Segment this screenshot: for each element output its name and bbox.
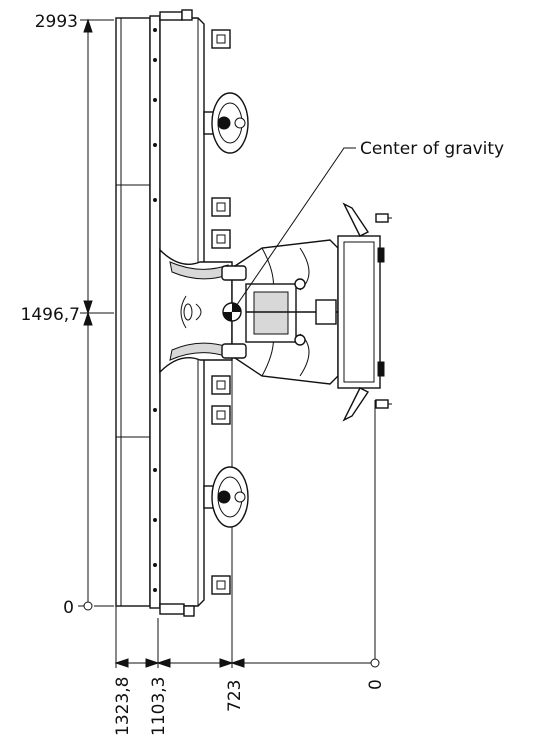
origin-marker-bottom (370, 658, 380, 668)
dim-label-1323-8: 1323,8 (113, 677, 133, 736)
origin-marker-left (83, 601, 93, 611)
horizontal-dimension: 1323,8 1103,3 723 0 (113, 330, 386, 736)
side-brackets (211, 29, 231, 595)
support-wheel-bottom (203, 466, 249, 528)
dim-label-723: 723 (225, 680, 245, 712)
dim-label-1496-7: 1496,7 (21, 305, 80, 325)
center-of-gravity-callout: Center of gravity (231, 139, 504, 313)
dim-label-0-horizontal: 0 (366, 679, 386, 690)
center-of-gravity-label: Center of gravity (360, 139, 504, 159)
mounting-plate (337, 202, 392, 422)
hitch-frame (221, 239, 339, 385)
dim-label-1103-3: 1103,3 (149, 677, 169, 736)
dim-label-0-vertical: 0 (63, 598, 74, 618)
dim-label-2993: 2993 (35, 12, 78, 32)
brush-body (115, 9, 233, 617)
vertical-dimension: 2993 1496,7 0 (21, 12, 114, 618)
support-wheel-top (203, 92, 249, 154)
